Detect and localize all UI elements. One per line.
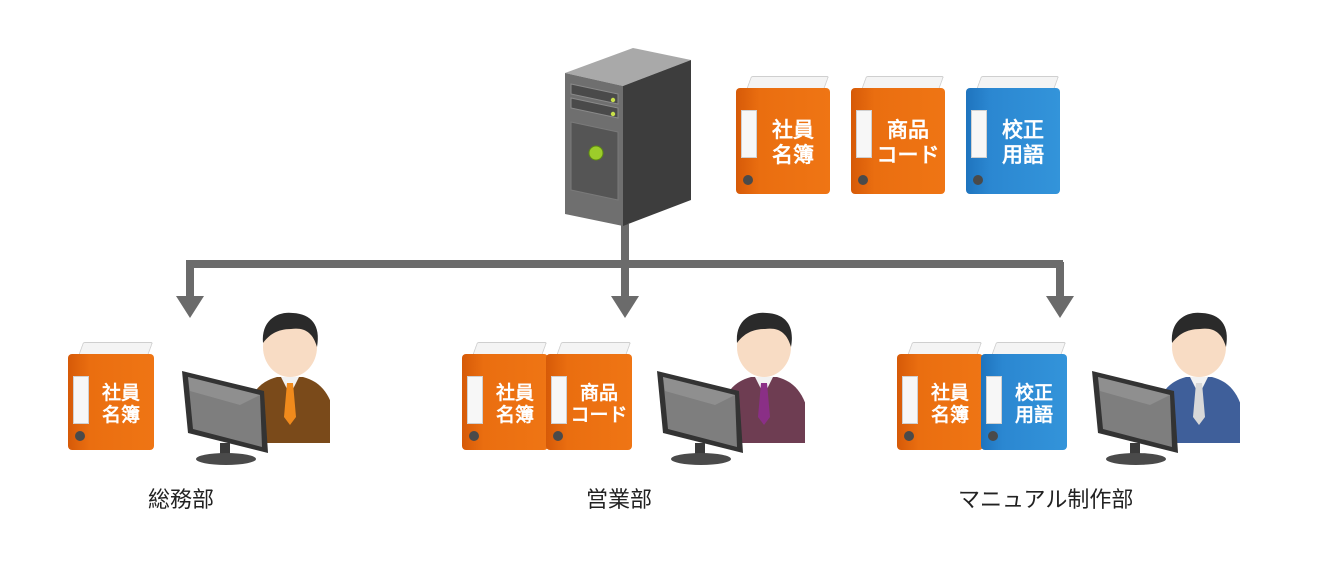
staff-workstation-icon	[657, 312, 805, 465]
department-book-2: 校正用語	[981, 342, 1067, 450]
book-title-line2: 用語	[1002, 143, 1044, 167]
book-spine-label	[467, 376, 483, 424]
book-title-line2: 用語	[1014, 404, 1053, 426]
book-title-line2: 名簿	[101, 404, 140, 426]
book-title-line2: 名簿	[930, 404, 969, 426]
book-spine-label	[73, 376, 89, 424]
server-book-3: 校正用語	[966, 76, 1060, 194]
book-title-line2: コード	[876, 143, 940, 167]
department-name: 営業部	[586, 488, 653, 513]
book-title: 商品コード	[873, 102, 943, 184]
binder-ring-icon	[743, 175, 753, 185]
book-title-line1: 商品	[579, 381, 618, 404]
binder-ring-icon	[75, 431, 85, 441]
department-book-1: 社員名簿	[897, 342, 983, 450]
department-book-1: 社員名簿	[462, 342, 548, 450]
book-title: 校正用語	[988, 102, 1058, 184]
book-spine-label	[902, 376, 918, 424]
book-title: 社員名簿	[90, 368, 152, 440]
book-spine-label	[856, 110, 872, 158]
book-spine-label	[986, 376, 1002, 424]
book-title: 社員名簿	[758, 102, 828, 184]
server-tower-icon	[565, 48, 691, 226]
binder-ring-icon	[858, 175, 868, 185]
book-spine-label	[971, 110, 987, 158]
arrow-down-icon-right	[1046, 296, 1074, 318]
book-title-line1: 社員	[101, 381, 140, 404]
staff-workstation-icon	[1092, 312, 1240, 465]
binder-ring-icon	[469, 431, 479, 441]
binder-ring-icon	[904, 431, 914, 441]
book-title-line1: 社員	[495, 381, 534, 404]
book-title-line2: コード	[570, 404, 628, 426]
server-book-1: 社員名簿	[736, 76, 830, 194]
book-spine-label	[741, 110, 757, 158]
book-title-line1: 社員	[930, 381, 969, 404]
book-title: 社員名簿	[484, 368, 546, 440]
server-book-2: 商品コード	[851, 76, 945, 194]
book-title-line1: 校正	[1014, 381, 1053, 404]
book-title-line1: 社員	[772, 118, 814, 143]
arrow-down-icon-center	[611, 296, 639, 318]
book-title-line2: 名簿	[495, 404, 534, 426]
arrow-down-icon-left	[176, 296, 204, 318]
staff-workstation-icon	[182, 312, 330, 465]
binder-ring-icon	[973, 175, 983, 185]
book-title: 校正用語	[1003, 368, 1065, 440]
book-spine-label	[551, 376, 567, 424]
book-title: 社員名簿	[919, 368, 981, 440]
book-title-line1: 校正	[1002, 118, 1044, 143]
department-book-2: 商品コード	[546, 342, 632, 450]
department-name: マニュアル制作部	[958, 488, 1134, 513]
book-title-line1: 商品	[887, 118, 929, 143]
binder-ring-icon	[988, 431, 998, 441]
book-title: 商品コード	[568, 368, 630, 440]
book-title-line2: 名簿	[772, 143, 814, 167]
department-book-1: 社員名簿	[68, 342, 154, 450]
binder-ring-icon	[553, 431, 563, 441]
department-name: 総務部	[148, 488, 215, 513]
